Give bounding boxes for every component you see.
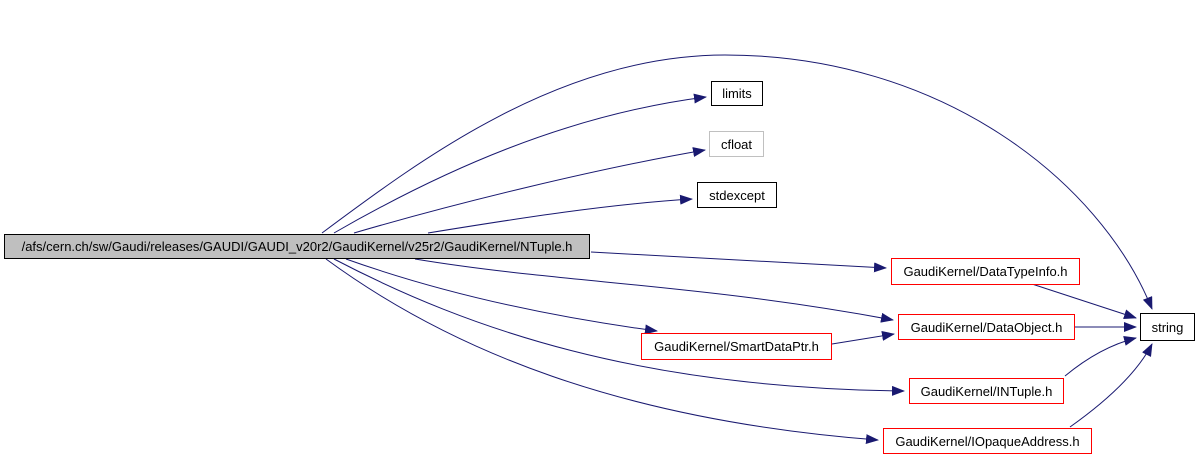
node-label: GaudiKernel/INTuple.h [920,383,1053,399]
node-label: cfloat [720,136,753,152]
node-limits: limits [711,81,763,106]
edge-main-dataobject [414,258,894,323]
edge-main-string [321,54,1153,310]
node-label: /afs/cern.ch/sw/Gaudi/releases/GAUDI/GAU… [21,239,573,254]
node-stdexcept: stdexcept [697,182,777,208]
edge-iopaqueaddress-string [1069,343,1153,428]
node-ntuple-h: /afs/cern.ch/sw/Gaudi/releases/GAUDI/GAU… [4,234,590,259]
node-label: GaudiKernel/SmartDataPtr.h [654,339,819,354]
node-cfloat: cfloat [709,131,764,157]
node-dataobject-h[interactable]: GaudiKernel/DataObject.h [898,314,1075,340]
edge-smartdataptr-dataobject [831,330,895,345]
node-label: string [1151,319,1184,335]
edge-datatypeinfo-string [1031,283,1137,320]
edge-main-limits [333,93,707,234]
edge-main-smartdataptr [345,258,658,335]
edge-main-cfloat [353,147,706,234]
node-datatypeinfo-h[interactable]: GaudiKernel/DataTypeInfo.h [891,258,1080,285]
node-string: string [1140,313,1195,341]
edge-main-datatypeinfo [590,251,887,273]
node-label: GaudiKernel/DataObject.h [910,319,1063,335]
edge-main-intuple [333,258,905,396]
node-iopaqueaddress-h[interactable]: GaudiKernel/IOpaqueAddress.h [883,428,1092,454]
edge-main-stdexcept [427,194,693,234]
node-label: GaudiKernel/DataTypeInfo.h [903,264,1068,279]
node-label: stdexcept [709,187,765,203]
node-intuple-h[interactable]: GaudiKernel/INTuple.h [909,378,1064,404]
edge-intuple-string [1064,336,1137,377]
edge-main-iopaqueaddress [325,258,879,445]
node-label: GaudiKernel/IOpaqueAddress.h [895,433,1080,449]
node-smartdataptr-h[interactable]: GaudiKernel/SmartDataPtr.h [641,333,832,360]
node-label: limits [722,86,752,101]
